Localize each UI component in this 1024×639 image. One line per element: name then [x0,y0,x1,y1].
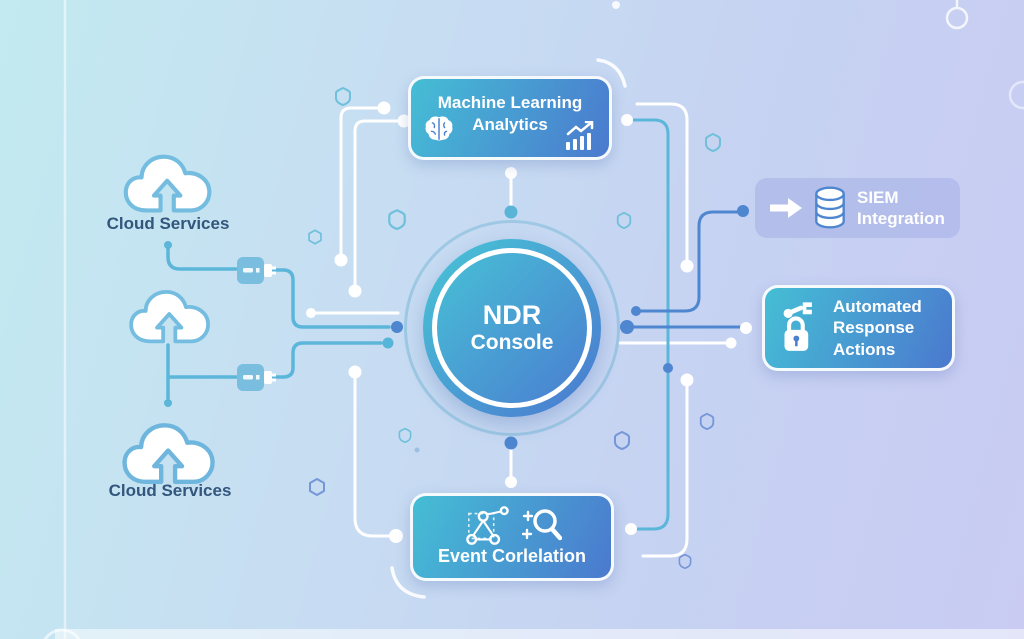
shield-icon [699,412,715,431]
node-event-correlation: Event Corlelation [410,493,614,581]
cloud-upload-icon [123,154,212,213]
auto-label-line1: Automated [833,297,922,317]
ndr-console-node: NDR Console [423,239,601,417]
magnifier-plus-icon [522,509,562,541]
white-traces [306,101,737,558]
arrow-right-icon [770,198,802,218]
console-inner-ring [432,248,592,408]
brain-icon [425,116,453,141]
white-dots [505,114,752,535]
teal-traces [164,118,670,531]
trace-cloud-mid-2 [261,341,383,379]
shield-icon [388,209,406,231]
robot-arm-lock-icon [783,302,812,351]
trace-right-loop [631,118,670,531]
trace-top-left-b [353,119,406,289]
shield-icon [705,133,721,152]
database-icon [815,186,845,229]
trace-cloud-top-2 [261,268,391,329]
siem-label-line2: Integration [857,209,945,228]
shield-icon [398,427,412,444]
event-correlation-icons [413,504,611,548]
background-decorations [43,0,1024,639]
usb-connector-icon [237,257,276,284]
trace-console-to-siem [639,210,739,313]
lock-icon [784,316,809,351]
siem-label-line1: SIEM [857,187,899,207]
trace-cloud-top-1 [166,247,238,271]
cloud-services-label-bottom: Cloud Services [108,481,232,500]
circle-icon [945,6,969,30]
network-graph-icon [466,506,509,545]
trace-top-left-a [339,106,386,258]
ml-analytics-label: Machine Learning Analytics [411,92,609,137]
trace-left-to-event [353,375,392,538]
shield-icon [678,553,692,570]
siem-label: SIEM Integration [857,187,945,230]
ml-label-line2: Analytics [472,115,548,135]
blue-traces [391,205,749,450]
ml-label-line1: Machine Learning [437,93,583,112]
node-siem-integration: SIEM Integration [755,178,960,238]
event-correlation-label: Event Corlelation [437,546,587,566]
cloud-services-label-top: Cloud Services [106,214,230,233]
circle-icon [1008,80,1024,110]
robot-arm-icon [783,302,812,318]
node-machine-learning-analytics: Machine Learning Analytics [408,76,612,160]
hexagon-icon [308,229,322,245]
automated-response-label: Automated Response Actions [833,296,922,360]
console-outer-ring [404,220,620,436]
shield-icon [335,87,351,106]
node-automated-response-actions: Automated Response Actions [762,285,955,371]
shield-decorations [308,87,721,570]
shield-icon [614,431,630,450]
shield-icon [616,211,632,230]
auto-label-line2: Response [833,318,915,338]
circle-icon [43,628,81,639]
auto-label-line3: Actions [833,339,896,359]
usb-connector-icon [237,364,276,391]
hexagon-icon [309,478,325,496]
cloud-upload-icon [129,289,210,344]
growth-chart-icon [566,121,594,150]
trace-right-white-lower [641,383,689,558]
cloud-upload-icon [122,423,215,484]
trace-right-white-upper [635,102,689,263]
